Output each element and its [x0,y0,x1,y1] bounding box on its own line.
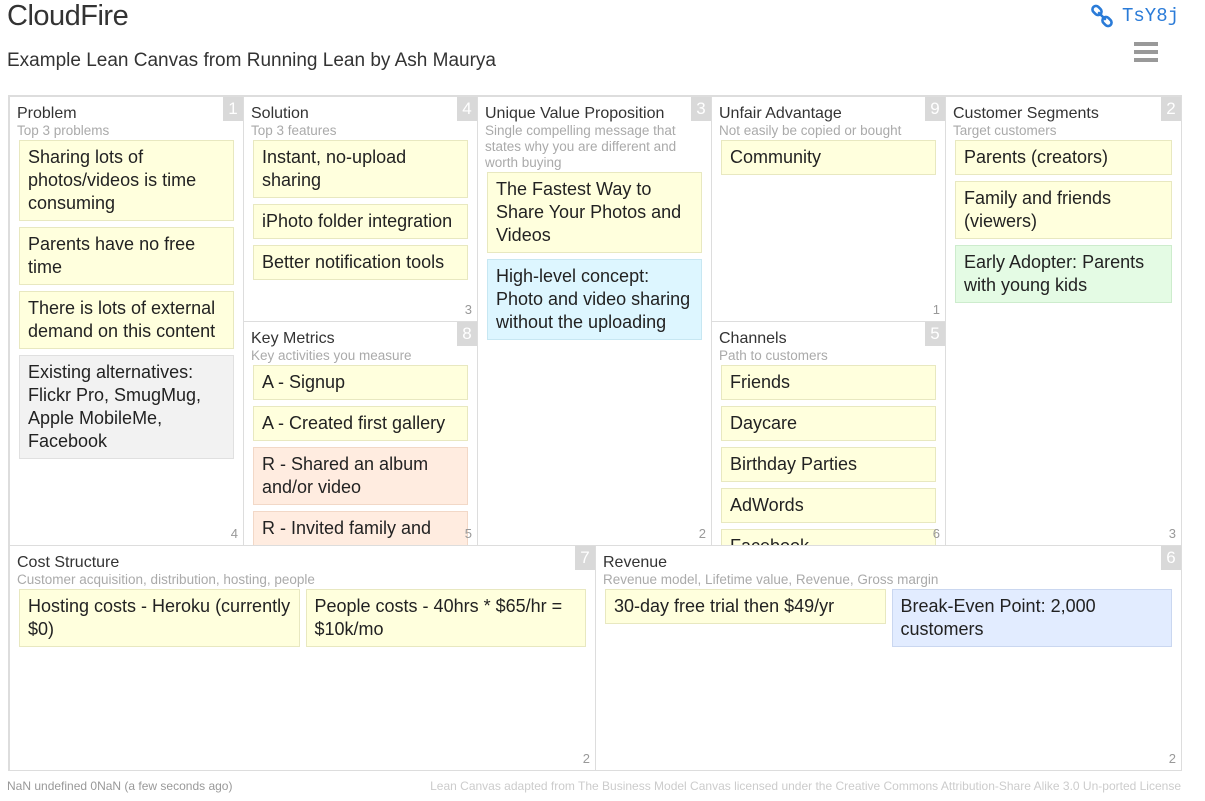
box-problem[interactable]: Problem Top 3 problems 1 Sharing lots of… [9,96,244,546]
last-updated: NaN undefined 0NaN (a few seconds ago) [7,779,233,793]
sticky-note[interactable]: Daycare [721,406,936,441]
sticky-note[interactable]: High-level concept: Photo and video shar… [487,259,702,340]
sticky-note[interactable]: Hosting costs - Heroku (currently $0) [19,589,300,647]
hamburger-menu-icon[interactable] [1134,42,1158,64]
box-number: 4 [457,97,477,121]
box-unique-value-proposition[interactable]: Unique Value Proposition Single compelli… [477,96,712,546]
sticky-note[interactable]: Early Adopter: Parents with young kids [955,245,1172,303]
box-solution[interactable]: Solution Top 3 features 4 Instant, no-up… [243,96,478,322]
sticky-note[interactable]: Better notification tools [253,245,468,280]
box-unfair-advantage[interactable]: Unfair Advantage Not easily be copied or… [711,96,946,322]
note-count: 4 [230,526,238,541]
sticky-note[interactable]: A - Created first gallery [253,406,468,441]
box-cost-structure[interactable]: Cost Structure Customer acquisition, dis… [9,545,596,771]
license-text: Lean Canvas adapted from The Business Mo… [430,779,1181,793]
box-subtitle: Single compelling message that states wh… [485,123,677,170]
sticky-note[interactable]: iPhoto folder integration [253,204,468,239]
sticky-note[interactable]: Family and friends (viewers) [955,181,1172,239]
box-number: 9 [925,97,945,121]
box-revenue[interactable]: Revenue Revenue model, Lifetime value, R… [595,545,1182,771]
link-icon [1091,4,1113,28]
note-count: 3 [1168,526,1176,541]
box-title: Customer Segments [953,105,1099,122]
box-subtitle: Top 3 problems [17,123,110,138]
box-title: Problem [17,105,77,122]
sticky-note[interactable]: Birthday Parties [721,447,936,482]
sticky-note[interactable]: Sharing lots of photos/videos is time co… [19,140,234,221]
box-title: Unique Value Proposition [485,105,665,122]
box-number: 3 [691,97,711,121]
box-title: Key Metrics [251,330,335,347]
note-count: 1 [932,302,940,317]
box-subtitle: Top 3 features [251,123,337,138]
box-title: Cost Structure [17,554,120,571]
box-title: Unfair Advantage [719,105,842,122]
box-customer-segments[interactable]: Customer Segments Target customers 2 Par… [945,96,1182,546]
box-title: Channels [719,330,787,347]
box-subtitle: Path to customers [719,348,828,363]
sticky-note[interactable]: R - Invited family and [253,511,468,545]
sticky-note[interactable]: Facebook [721,529,936,545]
box-channels[interactable]: Channels Path to customers 5 Friends Day… [711,321,946,546]
share-link[interactable]: TsY8j [1090,4,1179,28]
sticky-note[interactable]: Existing alternatives: Flickr Pro, SmugM… [19,355,234,459]
box-number: 7 [575,546,595,570]
box-title: Revenue [603,554,668,571]
box-number: 2 [1161,97,1181,121]
sticky-note[interactable]: Community [721,140,936,175]
app-title: CloudFire [7,0,129,32]
sticky-note[interactable]: Break-Even Point: 2,000 customers [891,589,1172,647]
sticky-note[interactable]: 30-day free trial then $49/yr [605,589,886,624]
note-count: 5 [464,526,472,541]
note-count: 6 [932,526,940,541]
box-subtitle: Not easily be copied or bought [719,123,902,138]
box-number: 1 [223,97,243,121]
sticky-note[interactable]: R - Shared an album and/or video [253,447,468,505]
sticky-note[interactable]: AdWords [721,488,936,523]
box-subtitle: Target customers [953,123,1057,138]
sticky-note[interactable]: Parents have no free time [19,227,234,285]
box-number: 6 [1161,546,1181,570]
note-count: 3 [464,302,472,317]
share-code: TsY8j [1122,5,1180,27]
box-subtitle: Revenue model, Lifetime value, Revenue, … [603,572,939,587]
note-count: 2 [698,526,706,541]
sticky-note[interactable]: Friends [721,365,936,400]
box-number: 8 [457,322,477,346]
box-subtitle: Key activities you measure [251,348,412,363]
box-key-metrics[interactable]: Key Metrics Key activities you measure 8… [243,321,478,546]
box-subtitle: Customer acquisition, distribution, host… [17,572,315,587]
sticky-note[interactable]: People costs - 40hrs * $65/hr = $10k/mo [305,589,586,647]
sticky-note[interactable]: There is lots of external demand on this… [19,291,234,349]
note-count: 2 [582,751,590,766]
box-title: Solution [251,105,309,122]
sticky-note[interactable]: The Fastest Way to Share Your Photos and… [487,172,702,253]
note-count: 2 [1168,751,1176,766]
sticky-note[interactable]: Instant, no-upload sharing [253,140,468,198]
canvas-subtitle: Example Lean Canvas from Running Lean by… [7,50,496,71]
lean-canvas: Problem Top 3 problems 1 Sharing lots of… [8,95,1182,771]
sticky-note[interactable]: A - Signup [253,365,468,400]
sticky-note[interactable]: Parents (creators) [955,140,1172,175]
box-number: 5 [925,322,945,346]
